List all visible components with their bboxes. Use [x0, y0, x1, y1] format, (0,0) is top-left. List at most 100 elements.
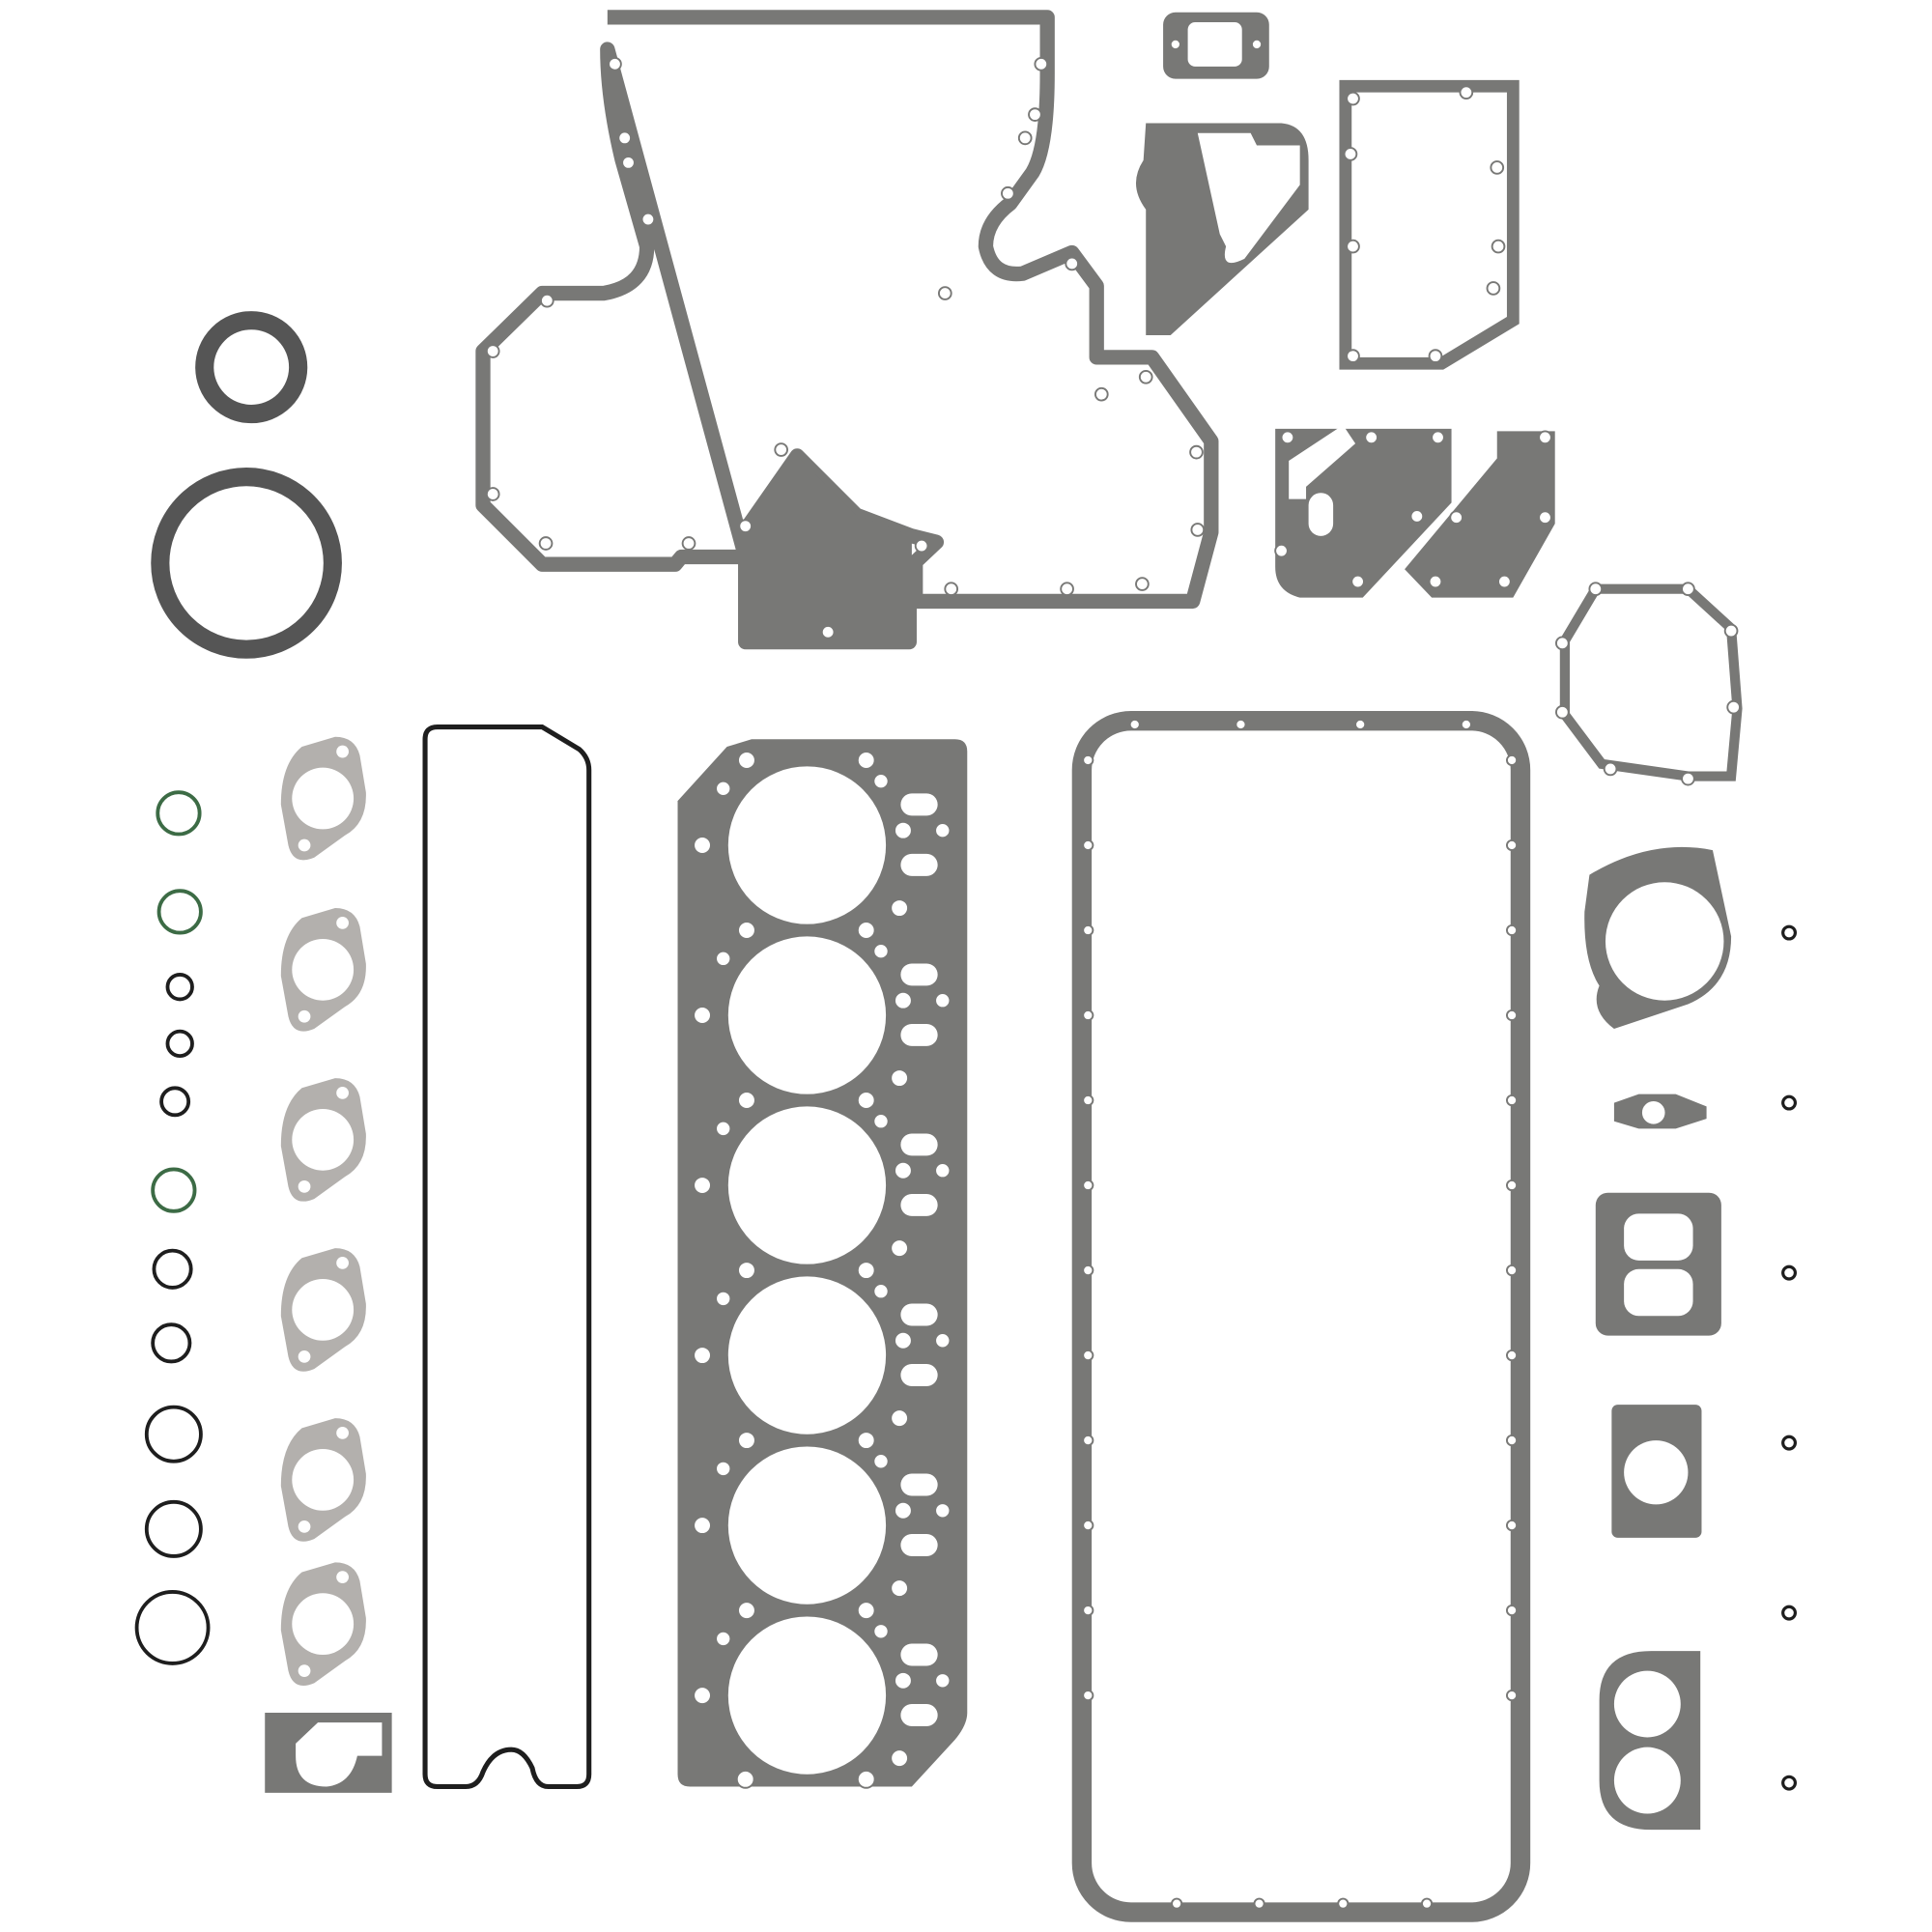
flange-port — [292, 1108, 355, 1171]
bolt-hole — [1082, 1179, 1094, 1192]
oil-cooler-gasket-right — [1405, 431, 1555, 598]
twin-port-upper — [1613, 1670, 1681, 1738]
bolt-hole — [934, 1332, 952, 1350]
bolt-hole — [1350, 574, 1365, 589]
bolt-hole — [872, 1623, 890, 1640]
bolt-hole — [715, 1120, 732, 1137]
o-ring — [144, 1499, 203, 1558]
exhaust-port-upper — [1624, 1213, 1693, 1261]
bolt-hole — [693, 836, 712, 855]
bolt-hole — [608, 56, 622, 71]
bolt-hole — [856, 1769, 876, 1789]
o-ring — [165, 973, 194, 1002]
flange-bolt-hole — [298, 1179, 311, 1193]
exhaust-port-lower — [1624, 1268, 1693, 1317]
bolt-hole — [1028, 107, 1042, 122]
flange-port — [292, 1593, 355, 1656]
o-ring — [144, 1405, 203, 1463]
small-sealing-ring — [1781, 924, 1798, 941]
bolt-hole — [1280, 430, 1295, 445]
bolt-hole — [1082, 838, 1094, 852]
bolt-hole — [1486, 281, 1501, 296]
coolant-slot — [900, 1193, 938, 1216]
bolt-hole — [1235, 718, 1247, 731]
bolt-hole — [856, 751, 876, 770]
bolt-hole — [1135, 577, 1150, 591]
twin-port-lower — [1613, 1747, 1681, 1814]
bolt-hole — [1588, 582, 1604, 597]
flange-bolt-hole — [298, 1009, 311, 1023]
bolt-hole — [872, 1283, 890, 1300]
bolt-hole — [872, 943, 890, 960]
bolt-hole — [1505, 1094, 1519, 1107]
flange-bolt-hole — [298, 1664, 311, 1677]
thermostat-opening — [1187, 21, 1242, 67]
bolt-hole — [737, 1431, 756, 1450]
bolt-hole — [1169, 38, 1181, 50]
bolt-hole — [856, 1431, 876, 1450]
bolt-hole — [937, 286, 952, 300]
bolt-hole — [1082, 1264, 1094, 1277]
bolt-hole — [1171, 1897, 1183, 1910]
bolt-hole — [1065, 256, 1080, 271]
o-ring — [151, 1167, 197, 1213]
bolt-hole — [1190, 523, 1206, 537]
bolt-hole — [693, 1346, 712, 1365]
bolt-hole — [1138, 369, 1153, 384]
water-pump-opening — [1197, 132, 1300, 264]
bolt-hole — [715, 780, 732, 797]
coolant-slot — [900, 1303, 938, 1326]
coolant-slot — [900, 1023, 938, 1046]
small-sealing-ring — [1781, 1264, 1798, 1281]
coolant-slot — [900, 853, 938, 876]
bolt-hole — [1001, 185, 1015, 201]
bolt-hole — [1082, 753, 1094, 767]
bolt-hole — [1505, 1435, 1519, 1447]
bolt-hole — [1189, 444, 1204, 460]
bolt-hole — [1420, 1897, 1434, 1910]
bolt-hole — [890, 1748, 910, 1769]
o-ring — [156, 790, 202, 837]
flange-bolt-hole — [336, 916, 349, 929]
o-ring — [134, 1590, 211, 1665]
bolt-hole — [894, 990, 913, 1010]
bolt-hole — [1364, 430, 1378, 445]
o-ring — [156, 889, 203, 935]
bolt-hole — [485, 344, 500, 358]
oil-cooler-slot — [1308, 493, 1334, 536]
bolt-hole — [856, 1261, 876, 1280]
o-ring — [151, 1322, 192, 1364]
bolt-hole — [894, 1160, 913, 1180]
bolt-hole — [934, 1502, 952, 1520]
bolt-hole — [1681, 771, 1695, 786]
bolt-hole — [1082, 1094, 1094, 1107]
bolt-hole — [1505, 753, 1519, 767]
bolt-hole — [1034, 56, 1049, 71]
bolt-hole — [1082, 1605, 1094, 1617]
bolt-hole — [934, 822, 952, 839]
bolt-hole — [1555, 636, 1570, 651]
bolt-hole — [681, 536, 696, 551]
bolt-hole — [1505, 838, 1519, 852]
bolt-hole — [539, 293, 554, 308]
coolant-slot — [900, 1473, 938, 1496]
timing-cover-gasket — [475, 10, 1219, 650]
bolt-hole — [1346, 239, 1360, 254]
bolt-hole — [1082, 1520, 1094, 1532]
bolt-hole — [1459, 85, 1474, 99]
bolt-hole — [1274, 543, 1289, 558]
coolant-slot — [900, 1133, 938, 1156]
bolt-hole — [640, 212, 656, 227]
bolt-hole — [1505, 923, 1519, 937]
bolt-hole — [1603, 761, 1618, 777]
bolt-hole — [890, 1238, 910, 1258]
bolt-hole — [1640, 1099, 1667, 1126]
bolt-hole — [856, 1091, 876, 1110]
bolt-hole — [1505, 1605, 1519, 1617]
bolt-hole — [693, 1516, 712, 1535]
bolt-hole — [890, 1578, 910, 1599]
timing-cover-tab — [745, 455, 912, 642]
elbow-opening — [296, 1722, 383, 1787]
bolt-hole — [715, 1460, 732, 1478]
